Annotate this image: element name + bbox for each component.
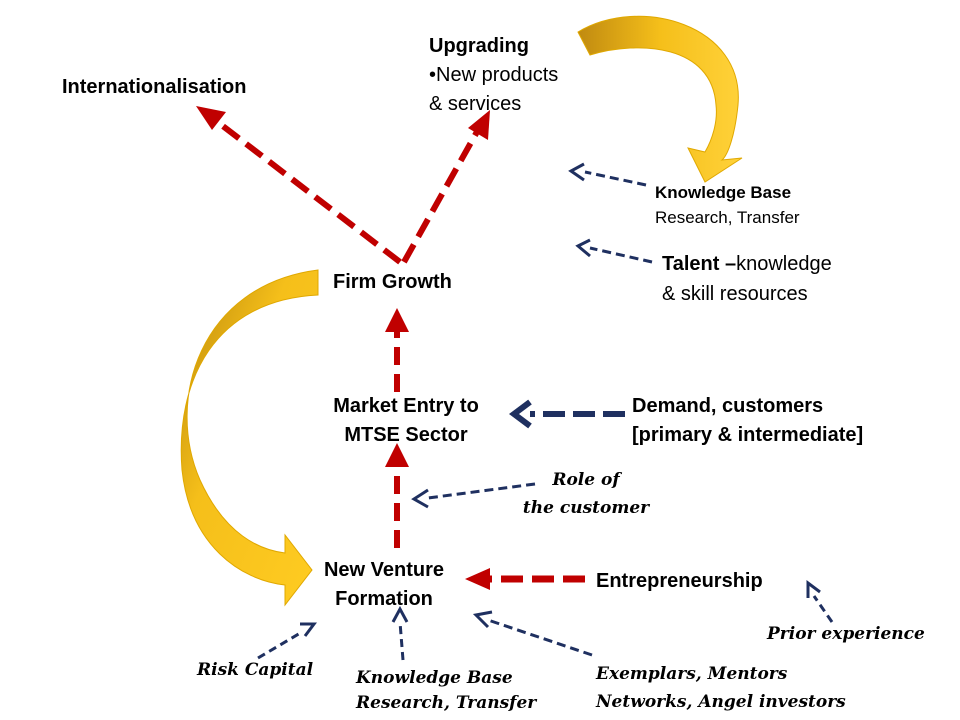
arrow-prior-experience [812,595,834,623]
arrowhead-role-customer [411,488,429,509]
gold-cycle-arrow-top [577,15,743,183]
knowledge-base-bottom-line1: Knowledge Base [356,668,513,688]
node-firm-growth: Firm Growth [333,271,452,293]
factor-prior-experience: Prior experience [767,624,925,644]
talent-title: Talent – [662,253,737,275]
role-customer-line2: the customer [522,498,650,518]
arrowhead-knowledge-bottom [391,605,409,623]
arrowhead-venture-right [465,568,490,590]
arrowhead-risk-capital [300,622,317,637]
upgrading-title: Upgrading [429,35,529,57]
knowledge-base-bottom-line2: Research, Transfer [356,693,537,713]
arrowhead-entry [385,443,409,467]
node-new-venture: New Venture Formation [300,556,468,614]
role-customer-line1: Role of [552,470,620,490]
arrowhead-exemplars [472,610,493,629]
exemplars-line1: Exemplars, Mentors [596,664,788,684]
arrow-risk-capital [257,630,303,660]
arrowhead-demand [509,399,532,429]
navy-arrows [257,162,834,661]
knowledge-base-top-sub: Research, Transfer [655,208,800,227]
factor-talent: Talent –knowledge & skill resources [662,249,832,309]
arrowhead-upgrading [468,110,490,140]
market-entry-line2: MTSE Sector [344,424,468,446]
factor-risk-capital: Risk Capital [197,660,314,680]
factor-demand: Demand, customers [primary & intermediat… [632,392,863,450]
red-arrows [196,106,585,590]
arrow-knowledge-base-top [584,170,647,187]
new-venture-line1: New Venture [323,559,445,581]
exemplars-line2: Networks, Angel investors [596,692,846,712]
node-upgrading: Upgrading •New products & services [429,32,558,119]
market-entry-line1: Market Entry to [333,395,479,417]
gold-cycle-arrow-left [180,269,319,607]
arrowhead-growth [385,308,409,332]
demand-line1: Demand, customers [632,395,824,417]
arrow-growth-to-internationalisation [213,117,402,265]
node-market-entry: Market Entry to MTSE Sector [313,392,499,450]
arrowhead-knowledge-top [568,162,585,182]
arrow-growth-to-upgrading [401,128,481,264]
upgrading-line1: •New products [429,64,559,86]
knowledge-base-top-title: Knowledge Base [655,183,792,202]
demand-line2: [primary & intermediate] [632,424,864,446]
factor-role-of-customer: Role of the customer [518,466,654,522]
arrow-role-customer [427,482,536,500]
arrow-talent [589,246,653,264]
arrowhead-prior-experience [806,580,821,598]
arrow-exemplars [487,618,593,657]
talent-rest: knowledge [736,253,832,275]
factor-exemplars: Exemplars, Mentors Networks, Angel inves… [596,660,846,716]
upgrading-line2: & services [429,93,522,115]
factor-entrepreneurship: Entrepreneurship [596,570,763,592]
talent-line2: & skill resources [662,283,808,305]
factor-knowledge-base-top: Knowledge Base Research, Transfer [655,180,800,230]
node-internationalisation: Internationalisation [62,76,247,98]
arrow-knowledge-base-bottom [398,621,405,661]
new-venture-line2: Formation [335,588,433,610]
arrowhead-talent [575,238,591,258]
arrowhead-internationalisation [196,106,226,130]
factor-knowledge-base-bottom: Knowledge Base Research, Transfer [356,666,536,716]
